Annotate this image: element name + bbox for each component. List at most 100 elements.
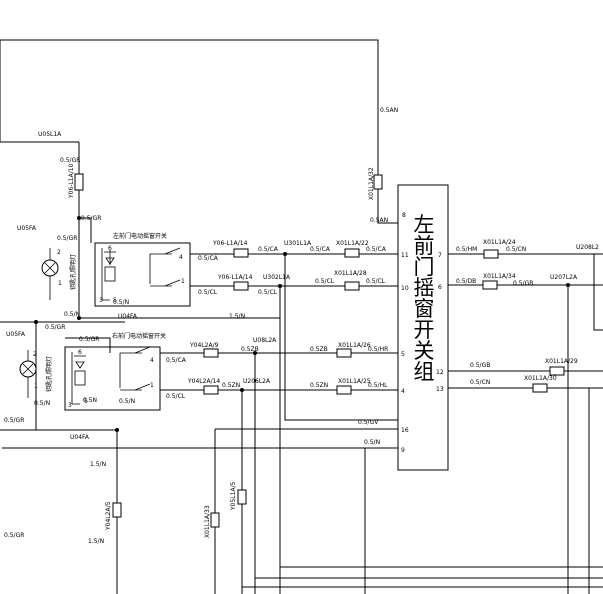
labels: 0.5AN X01L1A/32 0.5AN U05L1A 0.5/GR Y06-… [4, 107, 599, 545]
pin-label: 2 [33, 351, 37, 358]
wire-label: 0.5/CN [470, 379, 490, 386]
keyhole-lamp-2: 2 1 钥匙孔照明灯 [19, 350, 53, 398]
pin-label: 1 [58, 280, 62, 287]
connector-x01-25 [336, 385, 352, 395]
wire-an [0, 39, 398, 224]
wire-gr-lower-switch [65, 337, 111, 353]
diode-icon [104, 251, 116, 265]
wire-label: 0.5N [83, 397, 97, 404]
module-box [397, 184, 449, 471]
connector-label: X01L1A/34 [483, 273, 516, 280]
junction [566, 283, 570, 287]
wire-label: 0.5/CL [198, 289, 218, 296]
switch-contact-icon [149, 247, 181, 287]
connector-y06-10 [74, 173, 84, 191]
wire-label: 0.5/CL [366, 278, 386, 285]
wire-label: 0.5/CA [366, 246, 387, 253]
connector-x01-28 [344, 281, 360, 291]
pin-label: 5 [113, 297, 117, 304]
pin-label: 6 [108, 245, 112, 252]
pin-label: 6 [78, 349, 82, 356]
connector-label: Y06-L1A/10 [68, 163, 75, 199]
wire-label: 0.5/CA [166, 357, 187, 364]
wire-label: 0.5/GB [470, 362, 490, 369]
lamp-label: 钥匙孔照明灯 [45, 356, 53, 392]
wire-label: 0.5/N [64, 311, 80, 318]
keyhole-lamp-1: 2 1 钥匙孔照明灯 [41, 248, 77, 300]
pin-label: 13 [436, 386, 444, 393]
connector-label: Y04L2A/5 [105, 501, 112, 531]
junction [283, 252, 287, 256]
wire-label: 0.5ZN [222, 382, 240, 389]
pin-label: 9 [401, 447, 405, 454]
inline-connectors [74, 173, 565, 528]
connector-y06-14b [233, 281, 249, 291]
wire-label: 0.5ZB [241, 346, 259, 353]
pin-label: 8 [402, 212, 406, 219]
connector-label: X01L1A/25 [338, 378, 371, 385]
wire-label: 1.5/N [229, 313, 245, 320]
junction [77, 316, 81, 320]
wire-label: 0.5/N [119, 398, 135, 405]
wire-label: 0.5/CL [166, 393, 186, 400]
pin-label: 7 [438, 252, 442, 259]
wire-label: 0.5/GR [4, 417, 24, 424]
module-char: 前 [414, 234, 435, 258]
module-char: 门 [414, 255, 435, 279]
connector-label: Y04L2A/9 [189, 342, 219, 349]
wire-ca-branch [284, 254, 398, 421]
junction [253, 351, 257, 355]
pin-label: 4 [179, 254, 183, 261]
wire-label: 0.5/CN [506, 246, 526, 253]
wire-label: 0.5/CL [258, 289, 278, 296]
connector-y04-5 [112, 502, 122, 518]
module-char: 关 [414, 339, 435, 363]
pin-label: 4 [150, 357, 154, 364]
wire-label: 0.5/HR [368, 346, 388, 353]
connector-y04-14 [203, 385, 219, 395]
connector-label: U04FA [70, 434, 90, 441]
switch-internal [71, 352, 80, 405]
switch-title: 右前门电动摇窗开关 [112, 332, 166, 340]
pin-label: 5 [401, 351, 405, 358]
module-char: 左 [414, 213, 435, 237]
connector-label: X01L1A/30 [524, 375, 557, 382]
connector-label: Y06-L1A/14 [217, 274, 253, 281]
wire-label: 0.5/CL [315, 278, 335, 285]
wire-gr-switch [79, 217, 92, 243]
module-char: 组 [414, 360, 435, 384]
switch-title: 左前门电动摇窗开关 [113, 232, 167, 240]
connector-x01-30 [532, 383, 548, 393]
pin-label: 1 [34, 383, 38, 390]
left-front-window-switch: 左前门电动摇窗开关 6 3 4 1 5 [94, 232, 191, 307]
pin-label: 3 [68, 402, 72, 409]
pin-label: 6 [438, 284, 442, 291]
wire-label: 1.5/N [90, 461, 106, 468]
connector-label: X01L1A/26 [338, 342, 371, 349]
connector-label: X01L1A/29 [545, 358, 578, 365]
connector-y05-5 [237, 489, 247, 505]
pin-label: 10 [401, 285, 409, 292]
connector-label: X01L1A/24 [483, 239, 516, 246]
wire-label: 0.5/HL [368, 382, 388, 389]
wire-label: 0.5ZN [310, 382, 328, 389]
connector-label: U301L1A [284, 240, 312, 247]
relay-coil-icon [104, 266, 116, 282]
wire-label: 1.5/N [88, 538, 104, 545]
connector-label: U208L2 [576, 244, 599, 251]
connector-label: U05FA [6, 331, 26, 338]
wire-label: 0.5AN [370, 217, 388, 224]
wire-label: 0.5AN [380, 107, 398, 114]
wire-label: 0.5/HM [456, 246, 477, 253]
wire-label: 0.5/N [364, 439, 380, 446]
switch-box [94, 242, 191, 307]
connector-x01-26 [336, 348, 352, 358]
connector-label: X01L1A/32 [368, 167, 375, 200]
pin-label: 2 [57, 249, 61, 256]
pin-label: 16 [401, 427, 409, 434]
pin-label: 1 [181, 278, 185, 285]
connector-label: X01L1A/22 [336, 240, 369, 247]
connector-x01-24 [483, 249, 499, 259]
connector-y06-14a [233, 248, 249, 258]
